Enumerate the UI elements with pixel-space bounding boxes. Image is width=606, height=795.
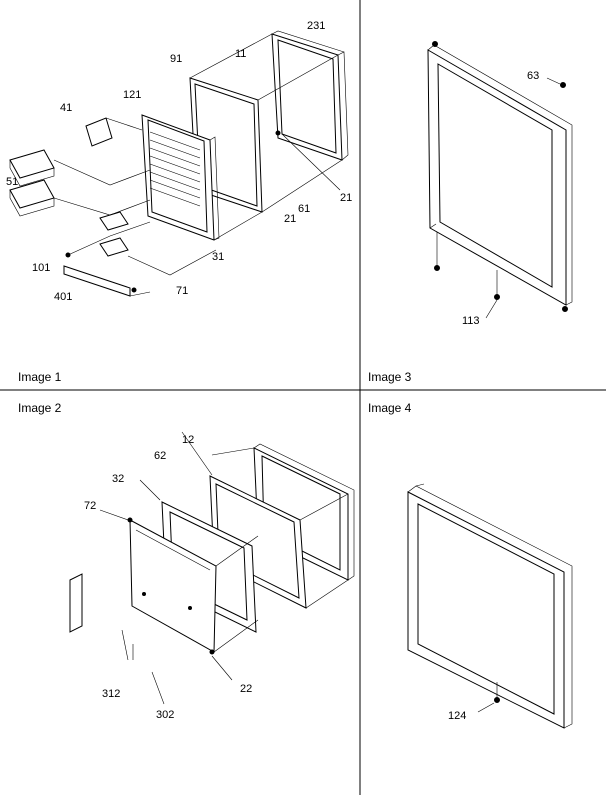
fastener-72 xyxy=(127,517,133,523)
door-bin-51-upper xyxy=(9,149,55,187)
fastener-top xyxy=(432,41,438,47)
fastener-63 xyxy=(560,82,566,88)
panel-title-image-1: Image 1 xyxy=(18,370,62,384)
label-312: 312 xyxy=(102,688,120,700)
label-302: 302 xyxy=(156,709,174,721)
door-gasket-frame xyxy=(271,30,349,161)
label-124: 124 xyxy=(448,710,466,722)
fastener-61 xyxy=(275,130,281,136)
side-trim-piece xyxy=(69,573,83,633)
label-401: 401 xyxy=(54,291,72,303)
label-12: 12 xyxy=(182,434,194,446)
leader-lines-2 xyxy=(99,431,349,705)
label-21-lower: 21 xyxy=(284,213,296,225)
panel-title-image-3: Image 3 xyxy=(368,370,412,384)
label-63: 63 xyxy=(527,70,539,82)
label-32: 32 xyxy=(112,473,124,485)
door-panel-121 xyxy=(141,114,220,241)
label-72: 72 xyxy=(84,500,96,512)
fastener-401 xyxy=(131,287,137,293)
label-62: 62 xyxy=(154,450,166,462)
fastener-bottom-left xyxy=(434,265,440,271)
panel-title-image-4: Image 4 xyxy=(368,401,412,415)
label-31: 31 xyxy=(212,251,224,263)
label-231: 231 xyxy=(307,20,325,32)
door-frame-image-3 xyxy=(427,44,573,306)
label-21-right: 21 xyxy=(340,192,352,204)
trim-bar-401 xyxy=(63,265,131,297)
label-113: 113 xyxy=(462,315,480,327)
label-91: 91 xyxy=(170,53,182,65)
image-2-panel: 12 62 32 72 22 312 302 Image 2 xyxy=(18,401,355,721)
label-101: 101 xyxy=(32,262,50,274)
small-bin-upper xyxy=(99,211,129,231)
label-61: 61 xyxy=(298,203,310,215)
image-4-panel: 124 Image 4 xyxy=(368,401,573,729)
dairy-door-41 xyxy=(85,117,113,147)
label-11: 11 xyxy=(235,48,246,60)
leader-lines-1 xyxy=(53,33,343,297)
label-71: 71 xyxy=(176,285,188,297)
label-41: 41 xyxy=(60,102,72,114)
panel-title-image-2: Image 2 xyxy=(18,401,62,415)
fastener-22 xyxy=(209,649,215,655)
label-121: 121 xyxy=(123,89,141,101)
label-22: 22 xyxy=(240,683,252,695)
door-frame-image-4 xyxy=(407,483,573,729)
fastener-bottom-right xyxy=(562,306,568,312)
image-3-panel: 63 113 Image 3 xyxy=(368,41,573,384)
image-1-panel: 231 11 91 121 41 51 61 21 21 31 101 401 … xyxy=(6,20,352,384)
small-bin-lower xyxy=(99,237,129,257)
label-51: 51 xyxy=(6,176,18,188)
fastener-101 xyxy=(65,252,71,258)
